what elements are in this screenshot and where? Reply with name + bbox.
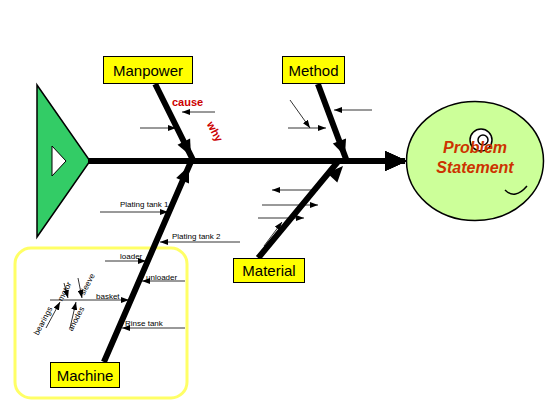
cause-label: Plating tank 1	[120, 200, 168, 209]
category-name: Manpower	[113, 62, 183, 79]
fish-mouth	[505, 186, 527, 194]
bone-connector	[155, 84, 405, 161]
bone-arrowhead	[178, 139, 192, 156]
annotation: why	[205, 119, 226, 144]
focus-frame	[15, 248, 187, 398]
cause-label: loader	[120, 252, 142, 261]
cause-label: basket	[96, 292, 120, 301]
sub-cause-line	[182, 112, 215, 113]
cause-label: Plating tank 2	[172, 232, 220, 241]
head-shape	[407, 102, 544, 221]
category-box: Manpower	[103, 56, 193, 84]
sub-cause-line	[100, 212, 168, 213]
sub-cause-line	[140, 128, 176, 129]
sub-cause-line	[288, 128, 326, 129]
annotation: cause	[172, 96, 203, 108]
sub-cause-line	[334, 110, 372, 111]
category-name: Method	[288, 62, 338, 79]
category-name: Machine	[57, 367, 114, 384]
bone-arrowhead	[176, 166, 189, 184]
bone-connector	[318, 84, 405, 161]
fish-tail	[37, 85, 90, 237]
sub-causes	[46, 100, 372, 328]
sub-cause-line	[160, 242, 240, 243]
cause-label: unloader	[146, 273, 177, 282]
category-box: Machine	[50, 362, 120, 388]
sub-cause-label: anodes	[66, 305, 86, 332]
category-box: Method	[282, 56, 345, 84]
category-name: Material	[242, 262, 295, 279]
sub-cause-line	[262, 205, 318, 206]
category-box: Material	[233, 258, 305, 283]
bone-connector	[258, 161, 405, 258]
cause-label: Rinse tank	[125, 319, 163, 328]
spine	[88, 158, 194, 164]
sub-cause-label: bearings	[32, 305, 54, 336]
sub-cause-line	[290, 100, 310, 128]
problem-text: Problem Statement	[425, 138, 525, 178]
bone-arrowhead	[333, 139, 346, 157]
bone-arrowhead	[327, 166, 343, 182]
sub-cause-line	[258, 218, 304, 219]
problem-head: Problem Statement	[405, 100, 545, 222]
tail-notch	[52, 146, 66, 176]
sub-cause-label: sleeve	[78, 272, 97, 297]
bone-connector	[104, 161, 405, 362]
sub-cause-label: motor	[56, 280, 74, 302]
